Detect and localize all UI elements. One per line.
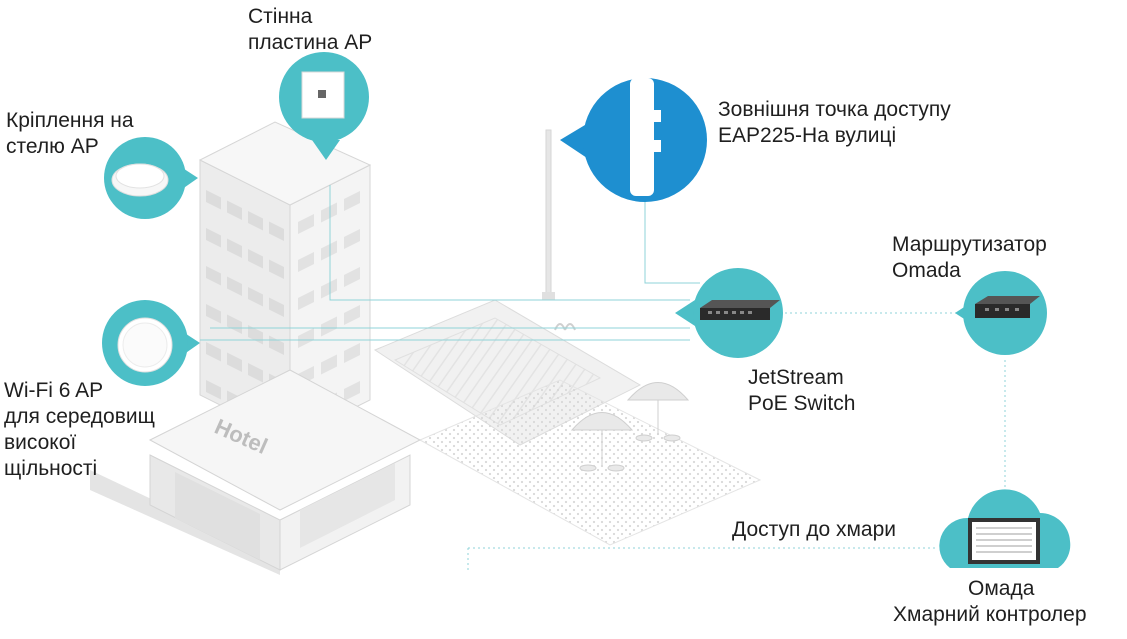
wifi6-ap-bubble[interactable] (102, 300, 200, 386)
outdoor-pole (542, 130, 555, 300)
label-controller: Омада Хмарний контролер (893, 576, 1087, 628)
label-wall-plate: Стінна пластина AP (248, 4, 372, 56)
label-switch: JetStream PoE Switch (748, 365, 855, 417)
label-ceiling-mount: Кріплення на стелю AP (6, 108, 134, 160)
label-wifi6: Wi-Fi 6 AP для середовищ високої щільнос… (4, 378, 155, 482)
poe-switch-bubble[interactable] (675, 268, 783, 358)
outdoor-ap-bubble[interactable] (560, 78, 707, 202)
label-cloud-access: Доступ до хмари (732, 517, 896, 543)
label-outdoor-ap: Зовнішня точка доступу EAP225-На вулиці (718, 97, 951, 149)
label-router: Маршрутизатор Omada (892, 232, 1047, 284)
cloud-controller[interactable] (939, 489, 1070, 568)
